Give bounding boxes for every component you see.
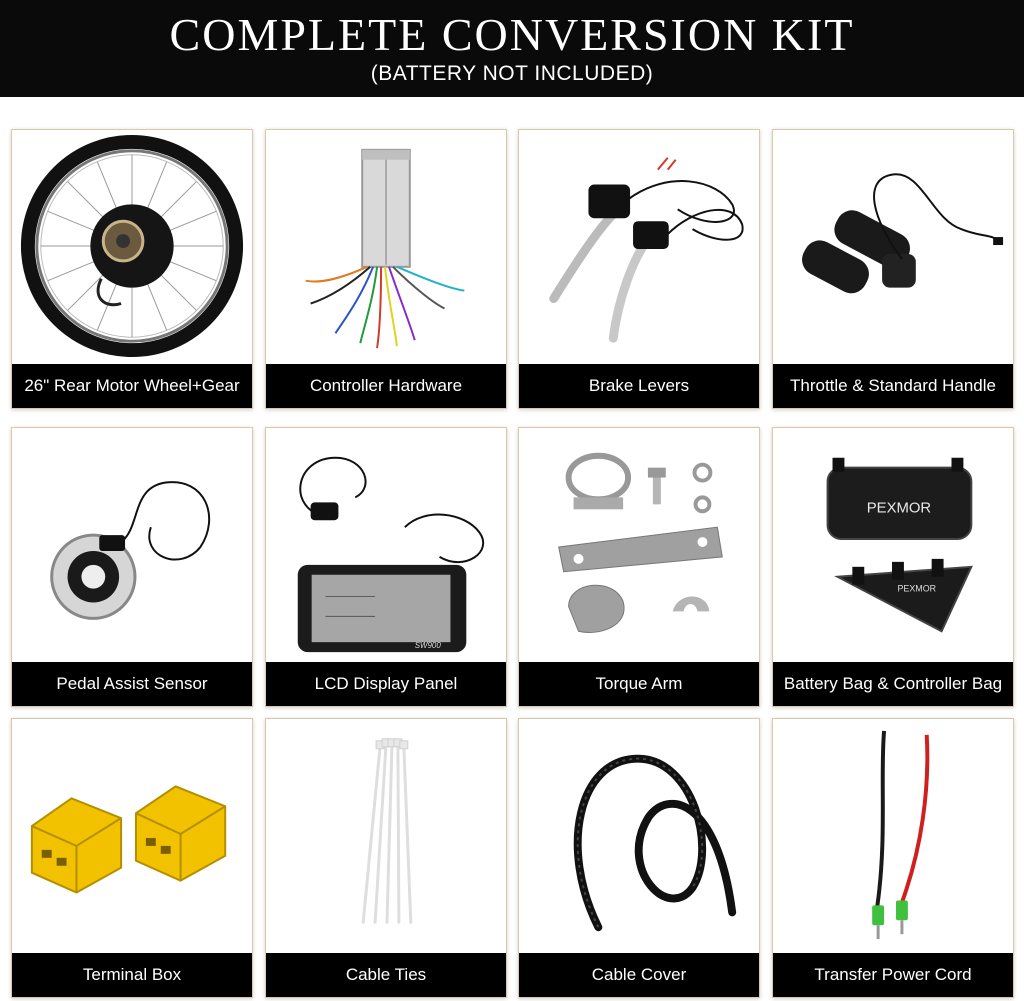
kit-item-throttle: Throttle & Standard Handle <box>772 129 1014 409</box>
kit-item-label: Throttle & Standard Handle <box>773 364 1013 408</box>
kit-item-pedal-sensor: Pedal Assist Sensor <box>11 427 253 707</box>
bag-brand-text-small: PEXMOR <box>897 584 936 594</box>
kit-item-label: 26" Rear Motor Wheel+Gear <box>12 364 252 408</box>
controller-icon <box>266 130 506 364</box>
brake-lever-icon <box>519 130 759 364</box>
kit-item-controller: Controller Hardware <box>265 129 507 409</box>
kit-item-cable-ties: Cable Ties <box>265 718 507 998</box>
kit-item-label: Controller Hardware <box>266 364 506 408</box>
kit-item-terminal-box: Terminal Box <box>11 718 253 998</box>
kit-item-label: Battery Bag & Controller Bag <box>773 662 1013 706</box>
power-cord-icon <box>773 719 1013 953</box>
kit-item-lcd-display: SW900 LCD Display Panel <box>265 427 507 707</box>
bag-icon: PEXMOR PEXMOR <box>773 428 1013 662</box>
kit-item-power-cord: Transfer Power Cord <box>772 718 1014 998</box>
pedal-sensor-icon <box>12 428 252 662</box>
kit-item-label: Terminal Box <box>12 953 252 997</box>
cable-cover-icon <box>519 719 759 953</box>
kit-item-label: Torque Arm <box>519 662 759 706</box>
bag-brand-text: PEXMOR <box>867 500 932 516</box>
torque-arm-icon <box>519 428 759 662</box>
kit-item-label: Pedal Assist Sensor <box>12 662 252 706</box>
kit-item-motor-wheel: 26" Rear Motor Wheel+Gear <box>11 129 253 409</box>
kit-item-label: Transfer Power Cord <box>773 953 1013 997</box>
kit-item-label: Cable Ties <box>266 953 506 997</box>
page-subtitle: (BATTERY NOT INCLUDED) <box>370 62 654 85</box>
page-title: COMPLETE CONVERSION KIT <box>169 9 855 60</box>
kit-item-cable-cover: Cable Cover <box>518 718 760 998</box>
terminal-box-icon <box>12 719 252 953</box>
kit-item-label: Cable Cover <box>519 953 759 997</box>
kit-item-brake-levers: Brake Levers <box>518 129 760 409</box>
header-banner: COMPLETE CONVERSION KIT (BATTERY NOT INC… <box>0 0 1024 97</box>
cable-ties-icon <box>266 719 506 953</box>
kit-item-label: LCD Display Panel <box>266 662 506 706</box>
motor-wheel-icon <box>12 130 252 364</box>
display-model-text: SW900 <box>415 641 442 650</box>
kit-item-label: Brake Levers <box>519 364 759 408</box>
kit-item-bags: PEXMOR PEXMOR Battery Bag & Controller B… <box>772 427 1014 707</box>
throttle-icon <box>773 130 1013 364</box>
lcd-display-icon: SW900 <box>266 428 506 662</box>
kit-item-torque-arm: Torque Arm <box>518 427 760 707</box>
